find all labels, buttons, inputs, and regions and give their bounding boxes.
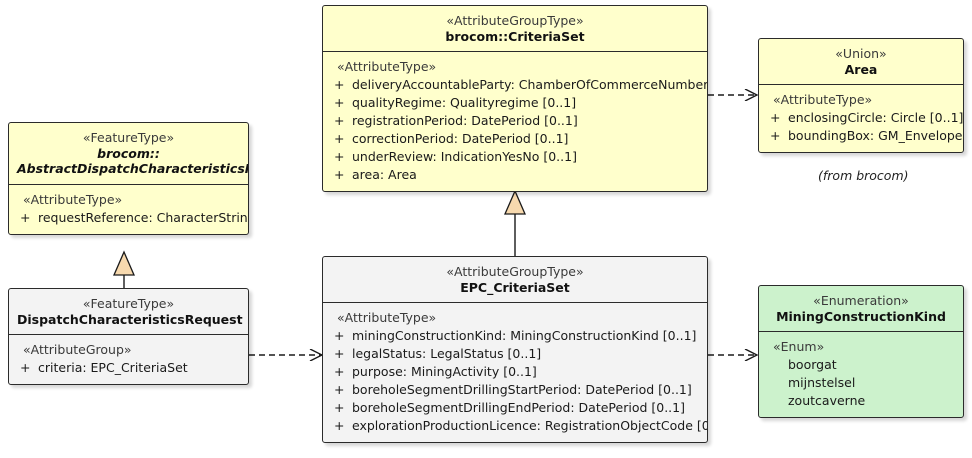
visibility-marker: + [770,128,781,144]
visibility-marker: + [770,110,781,126]
attribute-compartment: «AttributeType» + deliveryAccountablePart… [323,52,707,191]
attribute-signature: area: Area [352,167,417,183]
attribute-row[interactable]: + boundingBox: GM_Envelope [765,127,963,145]
class-box-brocom-criteriaset[interactable]: «AttributeGroupType» brocom::CriteriaSet… [322,5,708,193]
visibility-marker: + [334,328,345,344]
attribute-signature: boundingBox: GM_Envelope [788,128,963,144]
attribute-row[interactable]: + explorationProductionLicence: Registrat… [329,417,707,435]
visibility-marker: + [334,167,345,183]
attribute-compartment: «AttributeType» + enclosingCircle: Circle… [759,85,963,152]
class-box-area[interactable]: «Union» Area «AttributeType» + enclosingC… [758,38,964,154]
class-box-mining-construction-kind[interactable]: «Enumeration» MiningConstructionKind «En… [758,285,964,419]
attribute-compartment: «AttributeType» + miningConstructionKind:… [323,303,707,442]
attribute-signature: boreholeSegmentDrillingEndPeriod: DatePe… [352,400,685,416]
attribute-signature: correctionPeriod: DatePeriod [0..1] [352,131,569,147]
attribute-signature: purpose: MiningActivity [0..1] [352,364,537,380]
visibility-marker: + [334,418,345,434]
class-box-abstract-dispatch-characteristics-request[interactable]: «FeatureType» brocom:: AbstractDispatchC… [8,122,249,235]
compartment-stereotype: «AttributeType» [773,92,873,108]
compartment-stereotype: «AttributeGroup» [23,342,132,358]
attribute-signature: enclosingCircle: Circle [0..1] [788,110,964,126]
class-title: DispatchCharacteristicsRequest [17,311,243,327]
attribute-row[interactable]: + area: Area [329,166,701,184]
attribute-row[interactable]: + underReview: IndicationYesNo [0..1] [329,148,701,166]
compartment-stereotype: «AttributeType» [337,310,437,326]
class-box-epc-criteriaset[interactable]: «AttributeGroupType» EPC_CriteriaSet «At… [322,256,708,444]
class-header-brocom-criteriaset: «AttributeGroupType» brocom::CriteriaSet [323,6,707,53]
attribute-row[interactable]: + boreholeSegmentDrillingStartPeriod: Dat… [329,381,701,399]
class-header-mining-construction-kind: «Enumeration» MiningConstructionKind [759,286,963,333]
attribute-signature: boreholeSegmentDrillingStartPeriod: Date… [352,382,692,398]
class-title: Area [844,61,878,77]
attribute-row[interactable]: + correctionPeriod: DatePeriod [0..1] [329,130,701,148]
class-stereotype: «AttributeGroupType» [446,264,584,279]
enum-literal-row[interactable]: boorgat [765,356,957,374]
attribute-signature: registrationPeriod: DatePeriod [0..1] [352,113,578,129]
class-stereotype: «Enumeration» [813,293,909,308]
attribute-row[interactable]: + miningConstructionKind: MiningConstruct… [329,327,701,345]
class-box-dispatch-characteristics-request[interactable]: «FeatureType» DispatchCharacteristicsReq… [8,288,249,386]
enum-literal-compartment: «Enum» boorgat mijnstelsel zoutcaverne [759,332,963,417]
compartment-stereotype: «Enum» [773,339,825,355]
class-header-dispatch-request: «FeatureType» DispatchCharacteristicsReq… [9,289,248,336]
class-title: brocom:: [97,145,160,161]
visibility-marker: + [20,209,31,225]
visibility-marker: + [334,113,345,129]
enum-literal-row[interactable]: zoutcaverne [765,392,957,410]
class-title-continued: AbstractDispatchCharacteristicsRequest [17,161,248,177]
visibility-marker: + [334,346,345,362]
enum-literal-label: mijnstelsel [788,375,856,391]
attribute-compartment: «AttributeType» + requestReference: Chara… [9,185,248,234]
visibility-marker: + [334,382,345,398]
class-stereotype: «FeatureType» [82,296,175,311]
compartment-stereotype: «AttributeType» [337,59,437,75]
attribute-signature: miningConstructionKind: MiningConstructi… [352,328,697,344]
attribute-signature: qualityRegime: Qualityregime [0..1] [352,95,577,111]
attribute-row[interactable]: + boreholeSegmentDrillingEndPeriod: DateP… [329,399,701,417]
attribute-signature: deliveryAccountableParty: ChamberOfComme… [352,77,708,93]
visibility-marker: + [334,95,345,111]
enum-literal-row[interactable]: mijnstelsel [765,374,957,392]
package-origin-note-area: (from brocom) [818,168,909,183]
attribute-row[interactable]: + purpose: MiningActivity [0..1] [329,363,701,381]
class-stereotype: «FeatureType» [82,130,175,145]
class-header-abstract-dispatch: «FeatureType» brocom:: AbstractDispatchC… [9,123,248,185]
enum-literal-label: zoutcaverne [788,393,866,409]
visibility-marker: + [334,364,345,380]
class-title: MiningConstructionKind [776,308,946,324]
attribute-signature: legalStatus: LegalStatus [0..1] [352,346,542,362]
attribute-row[interactable]: + deliveryAccountableParty: ChamberOfComm… [329,76,707,94]
attribute-row[interactable]: + qualityRegime: Qualityregime [0..1] [329,94,701,112]
generalization-dispatch-to-abstract [113,250,135,288]
attribute-signature: requestReference: CharacterString [38,209,249,225]
visibility-marker: + [334,131,345,147]
class-stereotype: «Union» [835,46,887,61]
class-title: brocom::CriteriaSet [445,28,585,44]
compartment-stereotype: «AttributeType» [23,191,123,207]
class-stereotype: «AttributeGroupType» [446,13,584,28]
attribute-row[interactable]: + enclosingCircle: Circle [0..1] [765,109,963,127]
class-header-epc-criteriaset: «AttributeGroupType» EPC_CriteriaSet [323,257,707,304]
attribute-row[interactable]: + requestReference: CharacterString [15,209,248,227]
attribute-row[interactable]: + criteria: EPC_CriteriaSet [15,359,242,377]
attribute-row[interactable]: + legalStatus: LegalStatus [0..1] [329,345,701,363]
visibility-marker: + [334,77,345,93]
attribute-signature: explorationProductionLicence: Registrati… [352,418,708,434]
visibility-marker: + [334,400,345,416]
attribute-signature: underReview: IndicationYesNo [0..1] [352,149,577,165]
visibility-marker: + [20,360,31,376]
class-title: EPC_CriteriaSet [460,279,570,295]
attribute-signature: criteria: EPC_CriteriaSet [38,360,188,376]
generalization-epc-to-criteriaset [504,189,526,256]
attribute-compartment: «AttributeGroup» + criteria: EPC_Criteria… [9,335,248,384]
attribute-row[interactable]: + registrationPeriod: DatePeriod [0..1] [329,112,701,130]
enum-literal-label: boorgat [788,357,837,373]
visibility-marker: + [334,149,345,165]
class-header-area: «Union» Area [759,39,963,86]
